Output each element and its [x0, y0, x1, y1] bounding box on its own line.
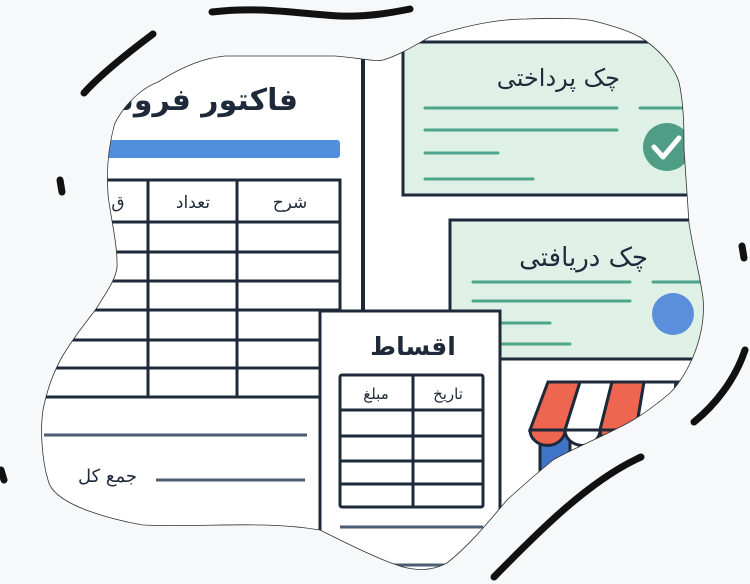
installments-card: اقساط تاریخ مبلغ	[318, 309, 502, 570]
column-price: ق	[111, 193, 124, 213]
column-date: تاریخ	[433, 385, 463, 403]
invoice-table	[41, 178, 342, 399]
paid-check-card: چک پرداختی	[401, 40, 704, 197]
blob-outline	[41, 18, 704, 570]
column-amount: مبلغ	[363, 385, 389, 403]
check-circle-icon	[643, 123, 691, 171]
storefront-awning-icon	[527, 380, 704, 492]
column-quantity: تعداد	[176, 193, 210, 213]
column-description: شرح	[273, 193, 308, 213]
invoice-title: فاکتور فروش	[93, 83, 298, 118]
installments-table	[338, 373, 485, 509]
total-label: جمع کل	[78, 466, 137, 487]
installments-title: اقساط	[370, 332, 456, 361]
decorative-strokes	[0, 5, 749, 581]
blue-dot-icon	[652, 293, 694, 335]
invoice-header-bar	[60, 140, 340, 158]
paid-check-title: چک پرداختی	[497, 64, 620, 92]
received-check-title: چک دریافتی	[519, 243, 648, 273]
